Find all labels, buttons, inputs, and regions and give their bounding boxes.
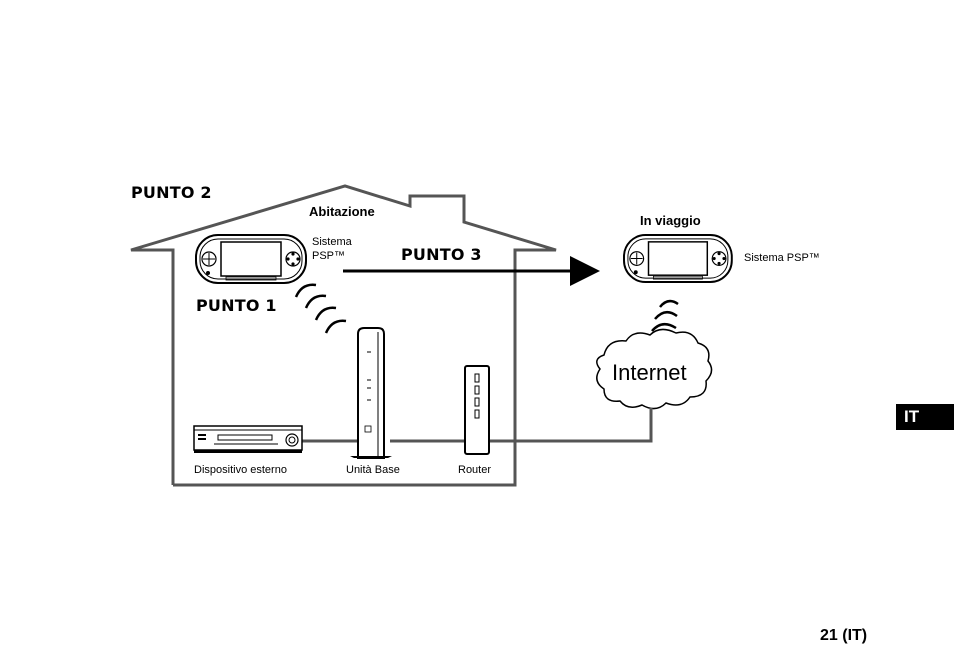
psp-travel-label: Sistema PSP™ [744,252,820,264]
step2-label: PUNTO 2 [131,183,212,202]
step1-label: PUNTO 1 [196,296,277,315]
page-number: 21 (IT) [820,627,868,644]
step3-label: PUNTO 3 [401,245,482,264]
psp-home-device [195,234,307,284]
home-label: Abitazione [309,204,375,219]
wireless-signal-travel-icon [651,299,679,332]
wireless-signal-home-icon [294,283,347,334]
psp-travel-device [623,234,733,284]
house-outline [130,184,557,487]
internet-label: Internet [612,360,687,385]
psp-home-label-line2: PSP™ [312,250,346,262]
travel-label: In viaggio [640,213,701,228]
cables [302,408,653,443]
language-tab: IT [896,404,954,430]
router-label: Router [458,464,492,476]
external-device-icon [193,425,303,453]
router-icon [464,365,490,455]
external-device-label: Dispositivo esterno [194,464,287,476]
internet-cloud-icon [596,328,713,410]
base-unit-icon [350,327,392,459]
base-unit-label: Unità Base [346,464,400,476]
psp-home-label-line1: Sistema [312,236,352,248]
